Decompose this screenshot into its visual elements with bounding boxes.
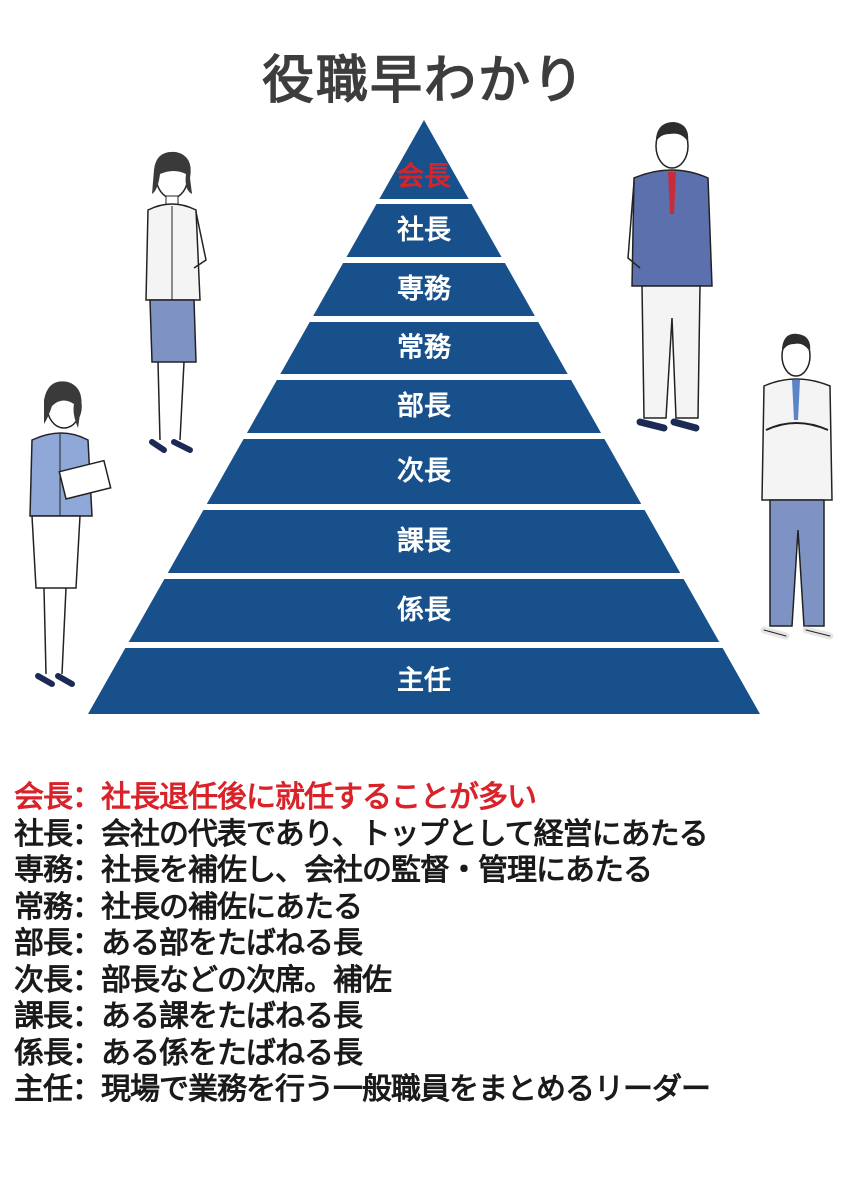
- role-description-row: 課長：ある課をたばねる長: [14, 999, 844, 1036]
- pyramid-tier: [167, 510, 681, 573]
- pyramid-tier: [88, 648, 760, 714]
- role-description-row: 次長：部長などの次席。補佐: [14, 963, 844, 1000]
- role-description-row: 会長：社長退任後に就任することが多い: [14, 780, 844, 817]
- pyramid-tier-label: 社長: [397, 214, 452, 246]
- role-description-text: ある係をたばねる長: [101, 1035, 363, 1071]
- pyramid-tier-label: 部長: [397, 390, 452, 422]
- separator: ：: [72, 1072, 102, 1107]
- pyramid-tier: [346, 204, 502, 257]
- separator: ：: [72, 889, 102, 925]
- pyramid-tier-label: 常務: [397, 333, 452, 364]
- pyramid-tier: [206, 439, 642, 504]
- role-description-text: 社長の補佐にあたる: [101, 889, 363, 925]
- pyramid-tier-label: 会長: [397, 162, 452, 193]
- role-name: 社長: [14, 816, 73, 852]
- role-description-row: 係長：ある係をたばねる長: [14, 1036, 844, 1073]
- role-description-row: 社長：会社の代表であり、トップとして経営にあたる: [14, 817, 844, 854]
- businessman-standing-illustration: [627, 122, 713, 432]
- role-name: 部長: [14, 926, 73, 961]
- separator: ：: [72, 853, 102, 888]
- businesswoman-standing-illustration: [145, 151, 207, 453]
- pyramid-tier-label: 専務: [397, 274, 452, 305]
- businessman-arms-crossed-illustration: [760, 333, 834, 640]
- pyramid-tier-label: 主任: [397, 666, 451, 697]
- role-name: 係長: [14, 1035, 73, 1071]
- role-name: 主任: [14, 1072, 73, 1107]
- role-description-text: 部長などの次席。補佐: [101, 962, 392, 998]
- pyramid-tier-label: 次長: [397, 456, 452, 487]
- pyramid-tier-label: 課長: [397, 525, 452, 557]
- role-description-text: 会社の代表であり、トップとして経営にあたる: [101, 816, 709, 852]
- role-name: 課長: [14, 999, 73, 1034]
- role-name: 次長: [14, 962, 73, 998]
- role-description-list: 会長：社長退任後に就任することが多い社長：会社の代表であり、トップとして経営にあ…: [14, 780, 844, 1109]
- role-description-row: 常務：社長の補佐にあたる: [14, 890, 844, 927]
- pyramid-tier: [128, 579, 720, 642]
- businesswoman-clipboard-illustration: [29, 381, 112, 687]
- separator: ：: [72, 816, 102, 852]
- separator: ：: [72, 999, 102, 1034]
- pyramid-tier: [280, 322, 568, 374]
- role-description-row: 主任：現場で業務を行う一般職員をまとめるリーダー: [14, 1072, 844, 1109]
- role-description-text: 社長を補佐し、会社の監督・管理にあたる: [101, 853, 653, 888]
- separator: ：: [72, 962, 102, 998]
- separator: ：: [72, 1035, 102, 1071]
- role-description-text: ある課をたばねる長: [101, 999, 363, 1034]
- separator: ：: [72, 926, 102, 961]
- role-name: 会長: [14, 780, 73, 815]
- pyramid-tier-label: 係長: [397, 595, 452, 626]
- pyramid-tier: [379, 120, 469, 199]
- page-title: 役職早わかり: [261, 51, 586, 111]
- role-name: 専務: [14, 853, 73, 888]
- role-description-text: 社長退任後に就任することが多い: [101, 780, 537, 815]
- separator: ：: [72, 780, 102, 815]
- role-name: 常務: [14, 889, 73, 925]
- role-description-text: ある部をたばねる長: [101, 926, 363, 961]
- role-description-row: 専務：社長を補佐し、会社の監督・管理にあたる: [14, 853, 844, 890]
- pyramid-tier: [313, 263, 535, 316]
- pyramid-tier: [246, 380, 602, 433]
- role-description-text: 現場で業務を行う一般職員をまとめるリーダー: [101, 1072, 711, 1107]
- role-description-row: 部長：ある部をたばねる長: [14, 926, 844, 963]
